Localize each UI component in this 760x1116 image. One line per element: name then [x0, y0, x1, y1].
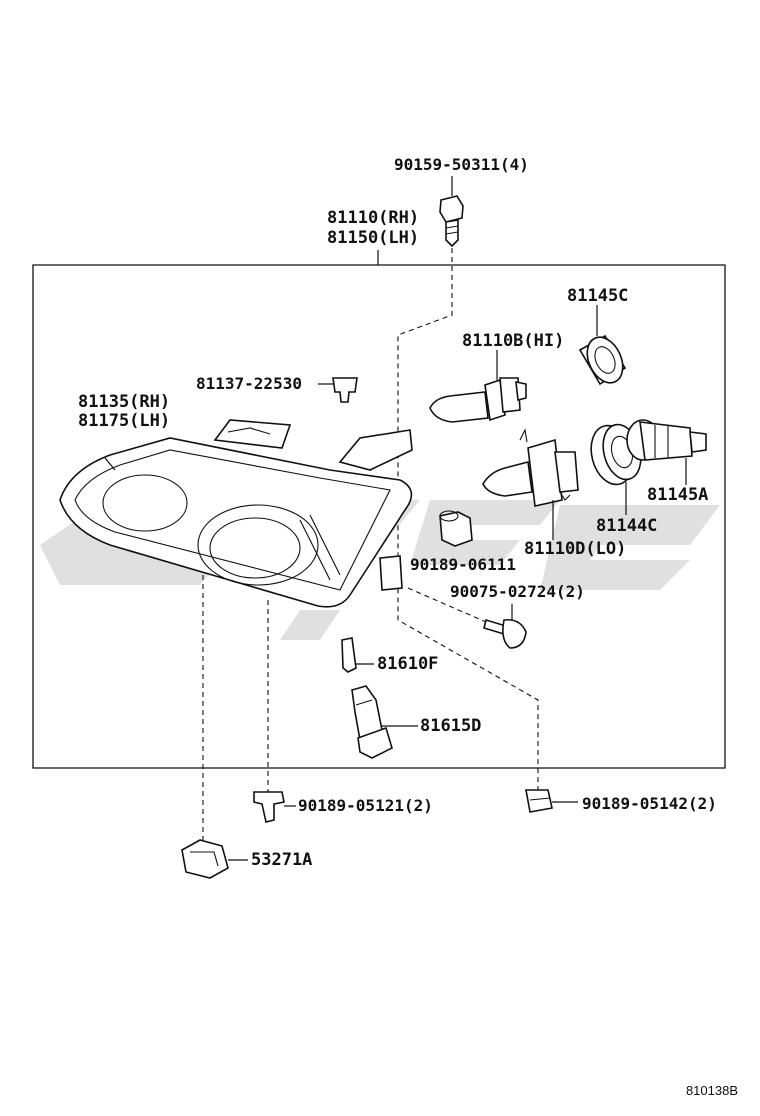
label-53271a: 53271A [251, 850, 313, 870]
bulb-81110d [482, 428, 579, 540]
headlamp-housing [59, 419, 413, 608]
assembly-frame [32, 264, 726, 769]
label-90159-50311: 90159-50311(4) [394, 155, 529, 174]
bulb-81610f [341, 637, 374, 673]
bolt-90159 [439, 176, 464, 248]
socket-81615d [351, 685, 418, 759]
label-81144c: 81144C [596, 516, 658, 536]
label-81150-lh: 81150(LH) [327, 228, 420, 248]
label-81175-lh: 81175(LH) [78, 411, 171, 431]
diagram-id: 810138B [685, 1083, 738, 1098]
connector-81145a [626, 419, 707, 485]
clip-53271a [181, 839, 248, 879]
label-81145a: 81145A [647, 485, 709, 505]
label-81610f: 81610F [377, 654, 439, 674]
label-81615d: 81615D [420, 716, 482, 736]
label-90075-02724: 90075-02724(2) [450, 582, 585, 601]
label-90189-06111: 90189-06111 [410, 555, 516, 574]
label-81135-rh: 81135(RH) [78, 392, 171, 412]
grommet-90189-05121 [253, 791, 296, 823]
grommet-90189-05142 [525, 789, 578, 813]
grommet-90189-06111 [439, 510, 473, 547]
bulb-81110b [429, 350, 527, 423]
label-81110b-hi: 81110B(HI) [462, 331, 565, 351]
clip-81137 [318, 377, 358, 403]
label-90189-05142: 90189-05142(2) [582, 794, 717, 813]
screw-90075 [407, 587, 527, 649]
cap-81145c [578, 305, 627, 386]
label-81137-22530: 81137-22530 [196, 374, 302, 393]
label-81110-rh: 81110(RH) [327, 208, 420, 228]
label-90189-05121: 90189-05121(2) [298, 796, 433, 815]
label-81110d-lo: 81110D(LO) [524, 539, 627, 559]
label-81145c: 81145C [567, 286, 629, 306]
